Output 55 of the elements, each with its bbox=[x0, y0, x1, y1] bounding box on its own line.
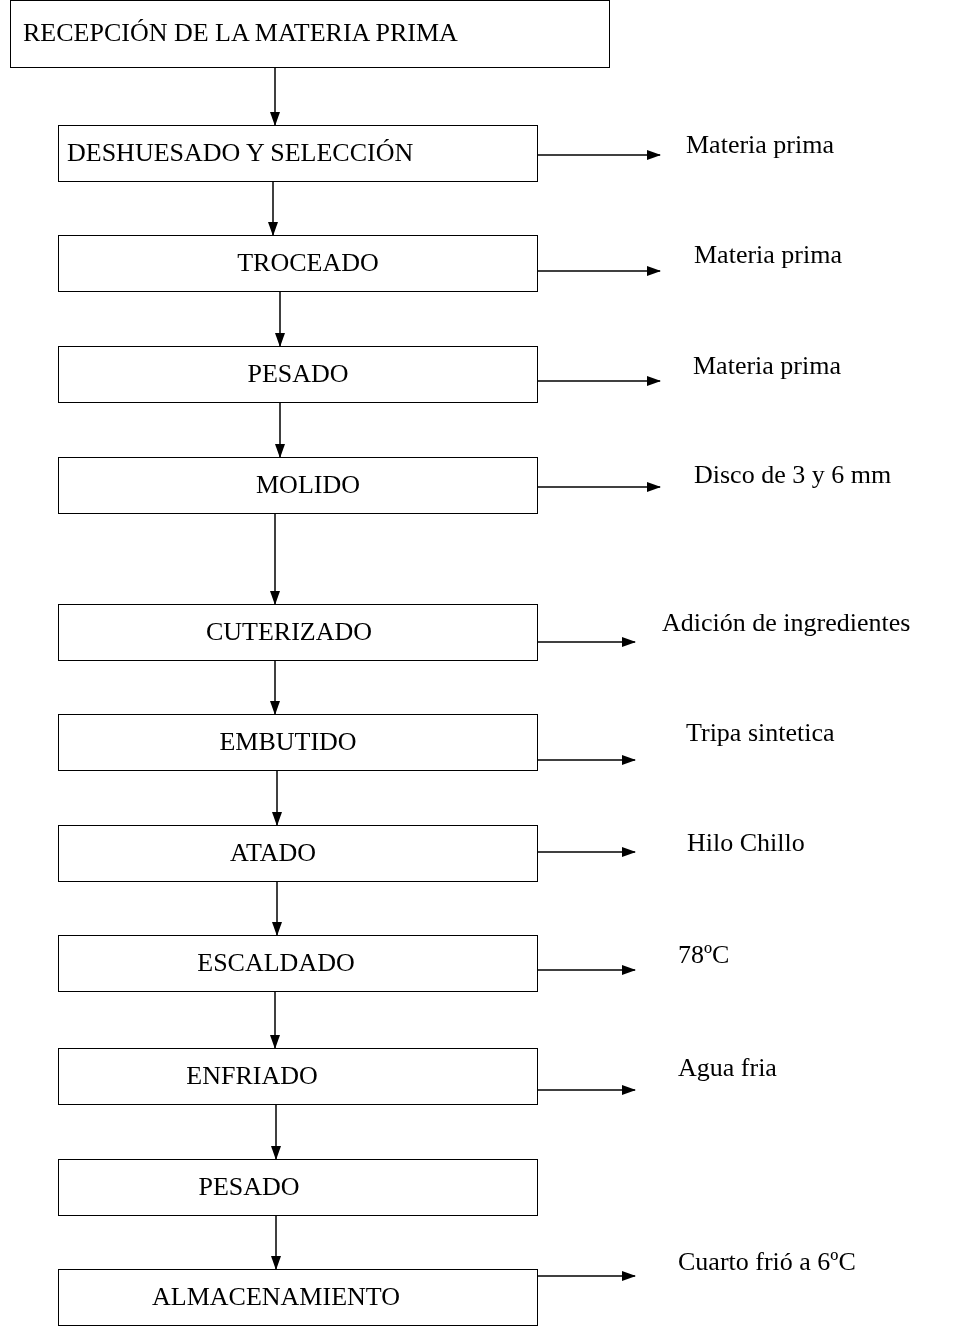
output-note: Materia prima bbox=[693, 351, 841, 381]
arrow bbox=[275, 291, 285, 347]
arrow bbox=[270, 513, 280, 605]
process-box bbox=[58, 346, 538, 403]
arrow bbox=[268, 181, 278, 236]
arrow bbox=[537, 755, 636, 765]
output-note: Materia prima bbox=[694, 240, 842, 270]
step-label: ESCALDADO bbox=[197, 947, 355, 978]
arrow bbox=[272, 770, 282, 826]
output-note: Agua fria bbox=[678, 1053, 777, 1083]
arrow bbox=[537, 150, 661, 160]
arrow bbox=[537, 1085, 636, 1095]
arrow bbox=[537, 482, 661, 492]
step-label: ENFRIADO bbox=[186, 1060, 318, 1091]
arrow bbox=[271, 1215, 281, 1270]
step-label: TROCEADO bbox=[237, 247, 379, 278]
process-box bbox=[58, 235, 538, 292]
output-note: Materia prima bbox=[686, 130, 834, 160]
process-box bbox=[58, 1269, 538, 1326]
process-box bbox=[58, 125, 538, 182]
step-label: MOLIDO bbox=[256, 469, 360, 500]
arrow bbox=[270, 991, 280, 1049]
output-note: Tripa sintetica bbox=[686, 718, 835, 748]
arrow bbox=[270, 660, 280, 715]
step-label: RECEPCIÓN DE LA MATERIA PRIMA bbox=[23, 18, 458, 48]
process-box bbox=[58, 1159, 538, 1216]
process-box bbox=[58, 825, 538, 882]
process-box bbox=[58, 457, 538, 514]
arrow bbox=[537, 637, 636, 647]
arrow bbox=[272, 881, 282, 936]
arrow bbox=[537, 266, 661, 276]
process-box bbox=[10, 0, 610, 68]
process-box bbox=[58, 1048, 538, 1105]
arrow bbox=[271, 1104, 281, 1160]
step-label: EMBUTIDO bbox=[219, 726, 357, 757]
output-note: Hilo Chillo bbox=[687, 828, 805, 858]
process-box bbox=[58, 714, 538, 771]
arrow bbox=[537, 1271, 636, 1281]
step-label: PESADO bbox=[247, 358, 349, 389]
step-label: DESHUESADO Y SELECCIÓN bbox=[67, 137, 414, 168]
step-label: CUTERIZADO bbox=[205, 616, 373, 647]
arrow bbox=[537, 847, 636, 857]
step-label: ALMACENAMIENTO bbox=[152, 1281, 400, 1312]
output-note: Disco de 3 y 6 mm bbox=[694, 460, 892, 490]
output-note: Cuarto frió a 6ºC bbox=[678, 1247, 856, 1277]
step-label: ATADO bbox=[230, 837, 316, 868]
arrow bbox=[270, 67, 280, 126]
process-box bbox=[58, 935, 538, 992]
arrow bbox=[537, 965, 636, 975]
arrow bbox=[537, 376, 661, 386]
process-box bbox=[58, 604, 538, 661]
arrow bbox=[275, 402, 285, 458]
output-note: 78ºC bbox=[678, 940, 730, 970]
output-note: Adición de ingredientes bbox=[662, 608, 911, 638]
step-label: PESADO bbox=[198, 1171, 300, 1202]
